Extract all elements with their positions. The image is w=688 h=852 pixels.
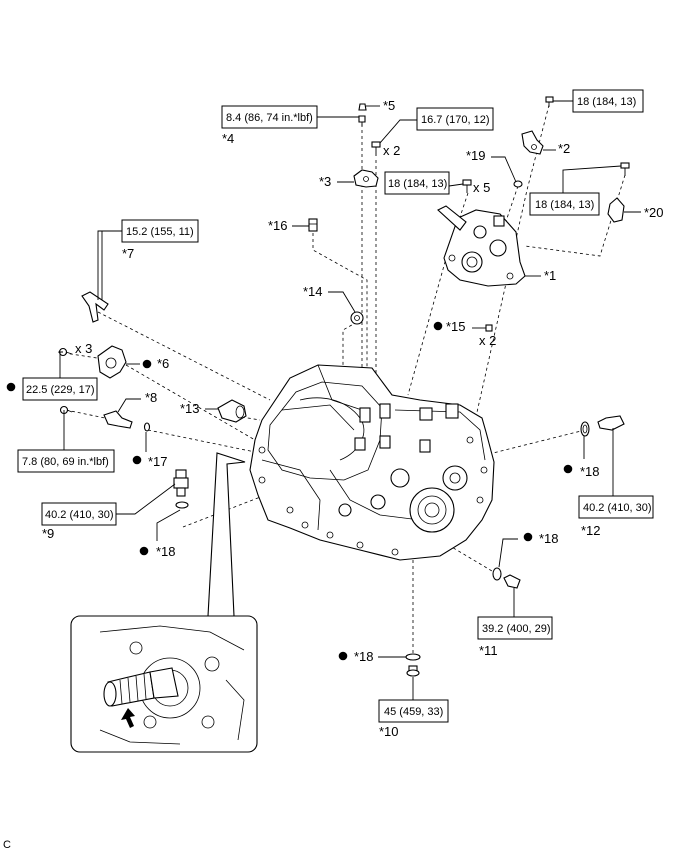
part-2-bracket [521, 130, 544, 155]
bolt-16-7 [371, 141, 381, 156]
part-5-plug [358, 103, 367, 111]
torque-text: 18 (184, 13) [388, 178, 447, 190]
torque-box-12: 40.2 (410, 30) [578, 495, 654, 519]
part-18-mid [492, 567, 502, 581]
arrow-icon [121, 708, 135, 728]
bullet-icon [6, 382, 16, 392]
label-part-15: *15 [446, 319, 466, 334]
label-part-5: *5 [383, 98, 395, 113]
qty-x2-mid: x 2 [479, 333, 496, 348]
label-part-16: *16 [268, 218, 288, 233]
qty-x3: x 3 [75, 341, 92, 356]
part-10-plug [406, 665, 420, 677]
bolt-top-right [545, 96, 554, 107]
label-part-4: *4 [222, 131, 234, 146]
leader-lines [59, 100, 641, 700]
part-1-cover [437, 205, 526, 287]
torque-text: 7.8 (80, 69 in.*lbf) [22, 456, 109, 468]
label-part-20: *20 [644, 205, 664, 220]
bolt-x5 [462, 179, 472, 193]
transaxle-case [249, 364, 495, 561]
torque-text: 8.4 (86, 74 in.*lbf) [226, 112, 313, 124]
part-17-ring [143, 422, 151, 432]
part-19-pin [513, 180, 523, 188]
bullet-icon [563, 464, 573, 474]
label-part-18-left: *18 [156, 544, 176, 559]
detail-illustration [99, 625, 245, 745]
torque-box-10: 45 (459, 33) [378, 699, 449, 723]
label-part-10: *10 [379, 724, 399, 739]
label-part-1: *1 [544, 268, 556, 283]
torque-text: 15.2 (155, 11) [126, 226, 194, 238]
part-18-bottom [405, 653, 421, 661]
torque-box-right-mid: 18 (184, 13) [529, 192, 600, 216]
part-13-cap [217, 399, 247, 423]
bolt-7-8 [59, 405, 73, 415]
torque-box-bolt5: 18 (184, 13) [384, 171, 450, 195]
label-part-7: *7 [122, 246, 134, 261]
detail-callout [70, 452, 258, 753]
label-part-13: *13 [180, 401, 200, 416]
label-part-9: *9 [42, 526, 54, 541]
part-8-sensor [103, 410, 133, 429]
label-part-3: *3 [319, 174, 331, 189]
torque-box-8: 7.8 (80, 69 in.*lbf) [17, 449, 115, 473]
part-12-plug [597, 415, 625, 431]
torque-box-7: 15.2 (155, 11) [121, 219, 199, 243]
part-labels: *5 *4 x 2 *2 *19 *3 x 5 *20 *16 *7 *1 *1… [3, 98, 664, 851]
bolt-right-mid [620, 162, 630, 176]
torque-box-6: 22.5 (229, 17) [22, 377, 98, 401]
label-part-17: *17 [148, 454, 168, 469]
label-part-6: *6 [157, 356, 169, 371]
bullet-icon [132, 455, 142, 465]
torque-text: 22.5 (229, 17) [26, 384, 95, 396]
torque-text: 39.2 (400, 29) [482, 623, 551, 635]
label-part-18-mid: *18 [539, 531, 559, 546]
label-part-2: *2 [558, 141, 570, 156]
qty-x2-top: x 2 [383, 143, 400, 158]
bullet-icon [523, 532, 533, 542]
part-6-sensor [97, 345, 127, 379]
label-part-12: *12 [581, 523, 601, 538]
part-16-pin [308, 218, 318, 232]
torque-text: 18 (184, 13) [577, 96, 636, 108]
label-part-14: *14 [303, 284, 323, 299]
part-18-right [580, 421, 590, 437]
torque-box-top-mid: 16.7 (170, 12) [416, 107, 494, 131]
torque-text: 18 (184, 13) [535, 199, 594, 211]
torque-box-5: 8.4 (86, 74 in.*lbf) [221, 105, 318, 129]
torque-text: 16.7 (170, 12) [421, 114, 490, 126]
torque-box-top-right: 18 (184, 13) [572, 89, 644, 113]
bullet-icon [142, 359, 152, 369]
part-11-plug [503, 574, 521, 589]
part-18-left [175, 501, 189, 509]
label-part-19: *19 [466, 148, 486, 163]
torque-text: 40.2 (410, 30) [45, 509, 114, 521]
label-part-18-right: *18 [580, 464, 600, 479]
part-3-bracket [353, 169, 379, 188]
bullet-icon [433, 321, 443, 331]
part-9-plug [173, 469, 189, 497]
torque-text: 40.2 (410, 30) [583, 502, 652, 514]
part-15-pin [485, 324, 493, 332]
bullet-icon [338, 651, 348, 661]
part-7-sensor [81, 291, 109, 323]
bullet-icon [139, 546, 149, 556]
part-20-bracket [607, 197, 625, 223]
non-reusable-bullets [6, 321, 573, 661]
qty-x5: x 5 [473, 180, 490, 195]
torque-text: 45 (459, 33) [384, 706, 443, 718]
part-4-bolt [358, 115, 366, 126]
label-part-8: *8 [145, 390, 157, 405]
torque-box-9: 40.2 (410, 30) [41, 502, 117, 526]
part-14-ring [350, 311, 364, 325]
torque-box-11: 39.2 (400, 29) [477, 616, 553, 640]
corner-code: C [3, 839, 11, 851]
label-part-18-bottom: *18 [354, 649, 374, 664]
label-part-11: *11 [479, 643, 498, 658]
